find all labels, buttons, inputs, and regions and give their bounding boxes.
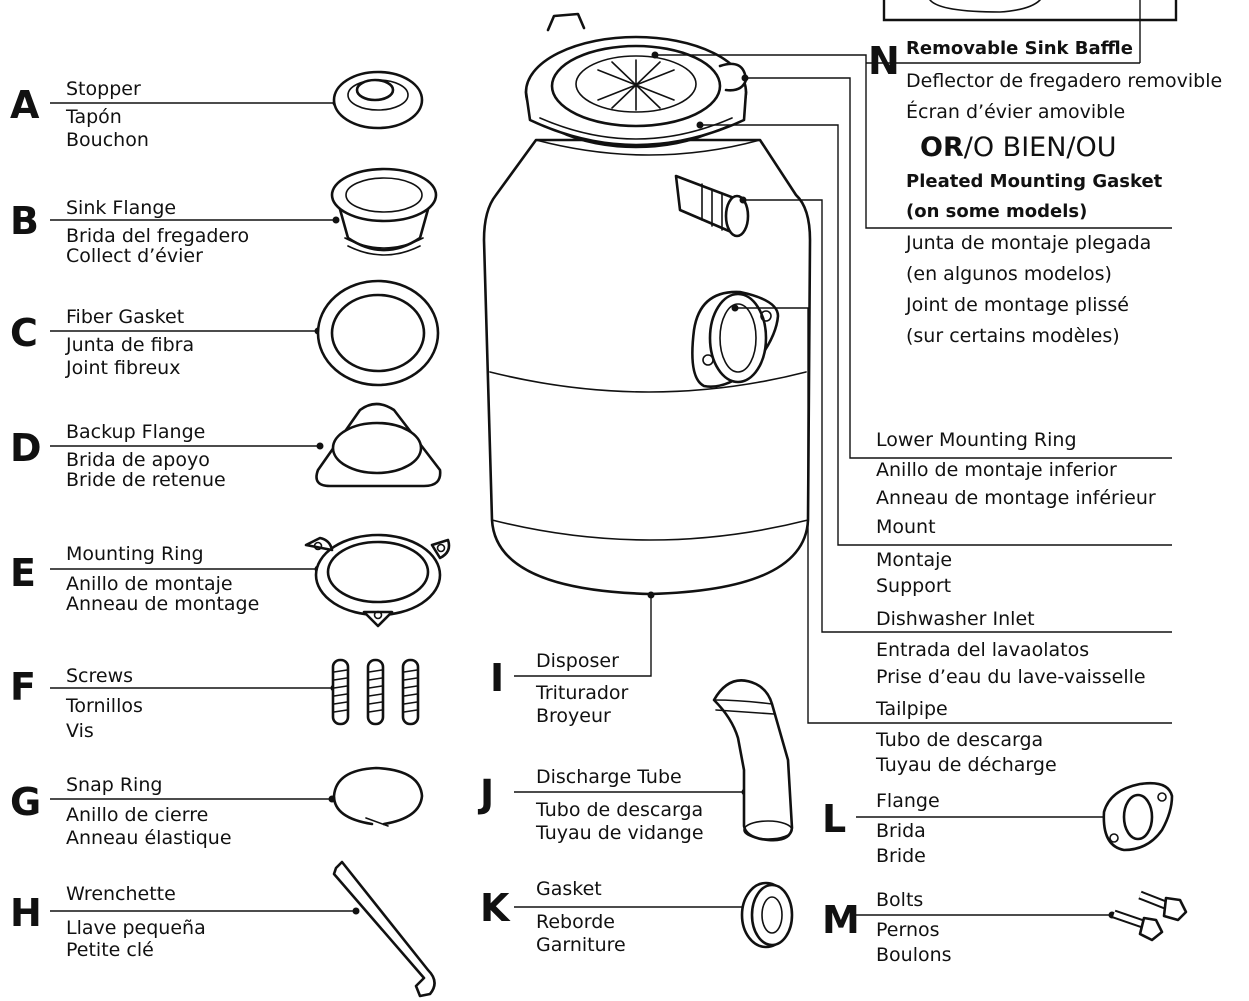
discharge-tube-icon <box>712 679 794 842</box>
callout-tailpipe-fr: Tuyau de décharge <box>875 754 1057 776</box>
gasket-alt-en-2: (on some models) <box>906 201 1087 222</box>
callout-mount-en: Mount <box>876 516 936 538</box>
callout-dishwasher-inlet-es: Entrada del lavaolatos <box>876 639 1089 661</box>
part-l-label-fr: Bride <box>876 845 926 867</box>
part-a-label-es: Tapón <box>65 106 122 128</box>
part-j-label-fr: Tuyau de vidange <box>535 822 704 844</box>
part-g-label-es: Anillo de cierre <box>66 804 208 826</box>
callout-tailpipe-en: Tailpipe <box>875 698 948 720</box>
part-b-label-es: Brida del fregadero <box>66 225 249 247</box>
backup-flange-icon <box>315 402 442 488</box>
letter-b: B <box>10 199 39 243</box>
part-f-label-en: Screws <box>66 665 133 687</box>
part-h-label-es: Llave pequeña <box>66 917 206 939</box>
part-c-label-fr: Joint fibreux <box>65 357 180 379</box>
letter-k: K <box>480 886 511 930</box>
part-b-label-en: Sink Flange <box>66 197 176 219</box>
part-b-label-fr: Collect d’évier <box>66 245 203 267</box>
part-f-label-es: Tornillos <box>65 695 143 717</box>
gasket-alt-fr-1: Joint de montage plissé <box>905 294 1129 316</box>
part-n-label-es: Deflector de fregadero removible <box>906 70 1222 92</box>
callout-tailpipe-es: Tubo de descarga <box>875 729 1043 751</box>
part-g-label-fr: Anneau élastique <box>66 827 232 849</box>
part-i-label-es: Triturador <box>535 682 629 704</box>
letter-i: I <box>490 656 504 700</box>
snap-ring-icon <box>332 766 424 827</box>
gasket-alt-es-2: (en algunos modelos) <box>906 263 1112 285</box>
disposer-icon <box>482 12 812 596</box>
part-f-label-fr: Vis <box>66 720 94 742</box>
part-c-label-es: Junta de fibra <box>65 334 194 356</box>
screws-icon <box>331 658 420 726</box>
part-e-label-fr: Anneau de montage <box>66 593 259 615</box>
part-e-label-es: Anillo de montaje <box>66 573 233 595</box>
letter-n: N <box>868 39 900 83</box>
part-m-label-fr: Boulons <box>876 944 952 966</box>
mounting-ring-icon <box>304 533 451 628</box>
part-h-label-en: Wrenchette <box>66 883 176 905</box>
gasket-icon <box>740 881 794 949</box>
part-m-label-es: Pernos <box>876 919 940 941</box>
gasket-alt-fr-2: (sur certains modèles) <box>906 325 1120 347</box>
part-j-label-es: Tubo de descarga <box>535 799 703 821</box>
part-k-label-es: Reborde <box>536 911 615 933</box>
callout-mount-fr: Support <box>876 575 951 597</box>
stopper-icon <box>332 70 424 130</box>
part-h-label-fr: Petite clé <box>66 939 154 961</box>
or-rest: /O BIEN/OU <box>964 132 1117 163</box>
flange-icon <box>1102 781 1174 852</box>
part-n-label-en: Removable Sink Baffle <box>906 38 1133 59</box>
letter-c: C <box>10 311 38 355</box>
or-bold: OR <box>920 132 964 163</box>
part-n-label-fr: Écran d’évier amovible <box>906 100 1125 123</box>
callout-lower-mounting-ring-es: Anillo de montaje inferior <box>876 459 1117 481</box>
letter-f: F <box>10 665 36 709</box>
fiber-gasket-icon <box>316 279 440 387</box>
letter-h: H <box>10 891 42 935</box>
part-g-label-en: Snap Ring <box>66 774 162 796</box>
callout-lower-mounting-ring-fr: Anneau de montage inférieur <box>876 487 1156 509</box>
part-d-label-fr: Bride de retenue <box>66 469 226 491</box>
letter-e: E <box>10 551 36 595</box>
part-l-label-es: Brida <box>876 820 926 842</box>
part-d-label-es: Brida de apoyo <box>66 449 210 471</box>
letter-l: L <box>822 797 846 841</box>
part-e-label-en: Mounting Ring <box>66 543 204 565</box>
callout-dishwasher-inlet-en: Dishwasher Inlet <box>876 608 1035 630</box>
part-i-label-en: Disposer <box>536 650 619 672</box>
callout-mount-es: Montaje <box>876 549 952 571</box>
or-separator: OR/O BIEN/OU <box>920 132 1117 163</box>
letter-a: A <box>10 83 40 127</box>
letter-j: J <box>477 772 494 816</box>
part-k-label-en: Gasket <box>536 878 602 900</box>
wrenchette-icon <box>332 860 436 998</box>
bolts-icon <box>1112 890 1188 942</box>
callout-lower-mounting-ring-en: Lower Mounting Ring <box>876 429 1077 451</box>
part-c-label-en: Fiber Gasket <box>66 306 184 328</box>
part-m-label-en: Bolts <box>876 889 923 911</box>
letter-g: G <box>10 780 41 824</box>
part-k-label-fr: Garniture <box>536 934 626 956</box>
letter-m: M <box>822 898 860 942</box>
part-j-label-en: Discharge Tube <box>536 766 682 788</box>
callout-dishwasher-inlet-fr: Prise d’eau du lave-vaisselle <box>876 666 1146 688</box>
gasket-alt-en-1: Pleated Mounting Gasket <box>906 171 1163 192</box>
inset-frame <box>882 0 1178 22</box>
part-a-label-fr: Bouchon <box>66 129 149 151</box>
part-d-label-en: Backup Flange <box>66 421 205 443</box>
part-a-label-en: Stopper <box>66 78 141 100</box>
part-l-label-en: Flange <box>876 790 940 812</box>
sink-flange-icon <box>330 167 438 256</box>
gasket-alt-es-1: Junta de montaje plegada <box>905 232 1151 254</box>
part-i-label-fr: Broyeur <box>536 705 611 727</box>
letter-d: D <box>10 426 42 470</box>
